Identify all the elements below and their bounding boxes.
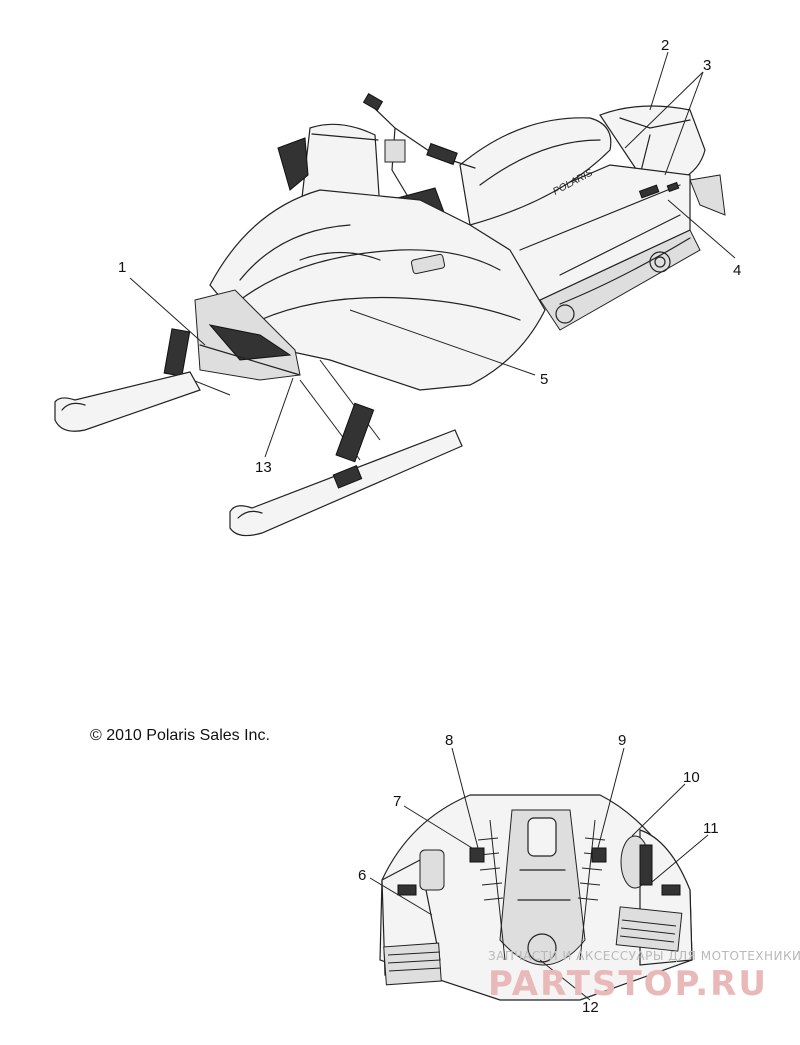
callout-8: 8 (445, 732, 453, 749)
side-view-leader-lines (129, 51, 736, 458)
callout-1: 1 (118, 259, 126, 276)
callout-10: 10 (683, 769, 700, 786)
snowmobile-illustration: POLARIS (54, 92, 726, 537)
callout-4: 4 (733, 262, 741, 279)
callout-3: 3 (703, 57, 711, 74)
hood-rear-view-illustration (379, 794, 693, 1001)
watermark: ЗАПЧАСТИ И АКСЕССУАРЫ ДЛЯ МОТОТЕХНИКИ PA… (488, 949, 800, 1004)
callout-labels: 1 2 3 4 5 6 7 8 9 10 11 12 13 (118, 37, 741, 1016)
watermark-brand: PARTSTOP.RU (488, 964, 768, 1004)
watermark-tagline: ЗАПЧАСТИ И АКСЕССУАРЫ ДЛЯ МОТОТЕХНИКИ (488, 949, 800, 963)
copyright-text: © 2010 Polaris Sales Inc. (90, 727, 270, 744)
callout-6: 6 (358, 867, 366, 884)
callout-5: 5 (540, 371, 548, 388)
callout-11: 11 (703, 820, 719, 837)
callout-13: 13 (255, 459, 272, 476)
hood-view-leader-lines (369, 747, 709, 1001)
callout-9: 9 (618, 732, 626, 749)
callout-2: 2 (661, 37, 669, 54)
callout-12: 12 (582, 999, 599, 1016)
callout-7: 7 (393, 793, 401, 810)
